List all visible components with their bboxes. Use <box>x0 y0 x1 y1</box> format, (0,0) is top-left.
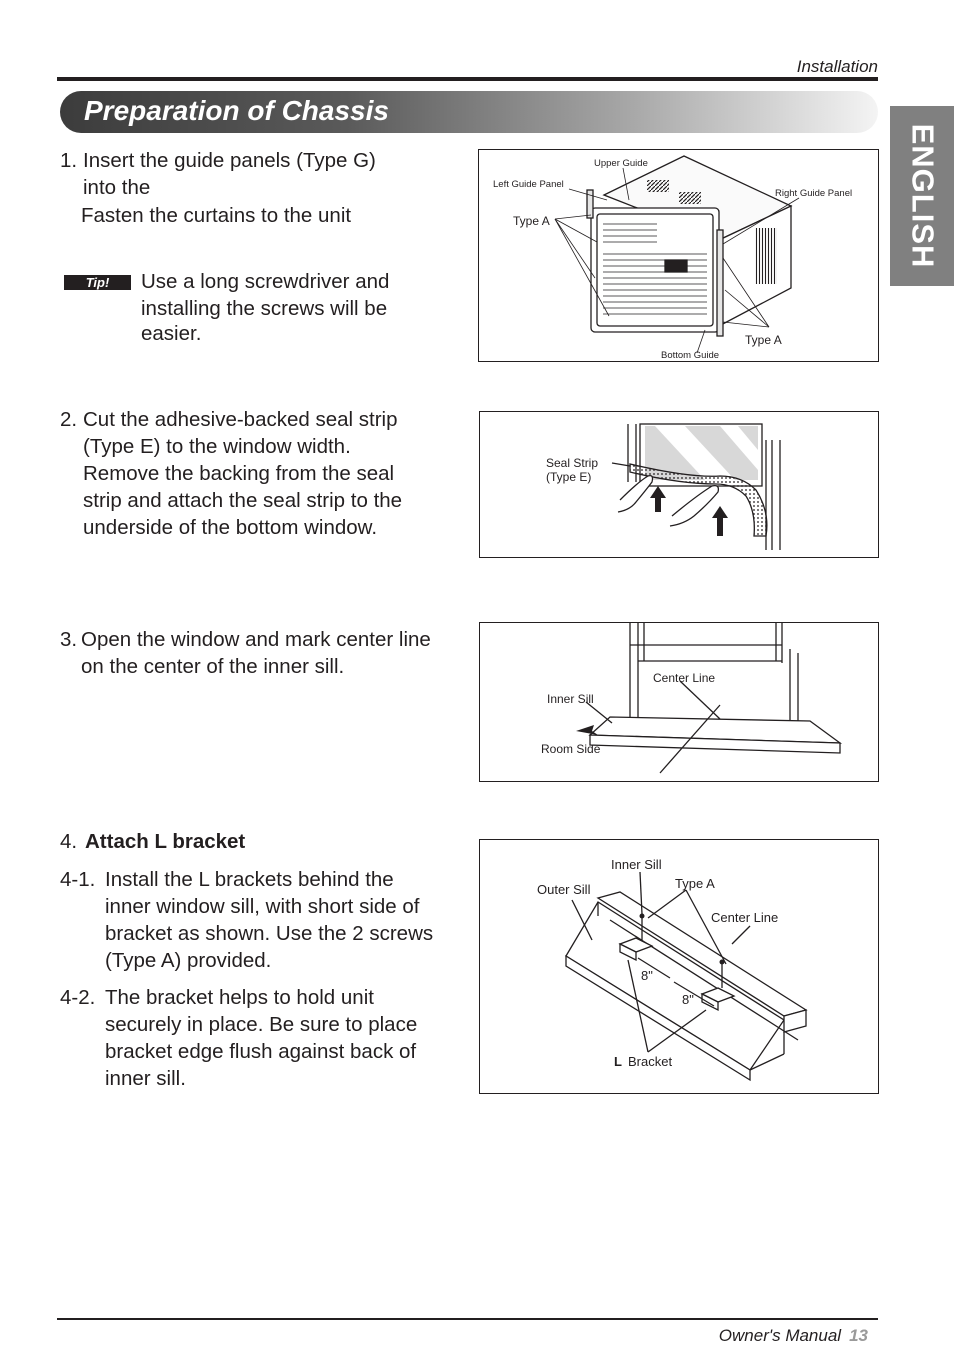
step2-line1: Cut the adhesive-backed seal strip <box>83 408 398 431</box>
step1-line1: Insert the guide panels (Type G) <box>83 149 376 172</box>
bottom-rule <box>57 1318 878 1320</box>
step4-1-line3: bracket as shown. Use the 2 screws <box>105 922 434 945</box>
label-type-a-left: Type A <box>513 214 550 228</box>
tip-line1: Use a long screwdriver and <box>141 270 390 293</box>
label-left-guide-panel: Left Guide Panel <box>493 179 564 190</box>
step4-2-line1: The bracket helps to hold unit <box>105 986 374 1009</box>
figure-center-line: Center Line Inner Sill Room Side <box>479 622 879 782</box>
l-bracket-illustration: Inner Sill Outer Sill Type A Center Line… <box>537 857 808 1082</box>
page-title: Preparation of Chassis <box>84 95 389 126</box>
step4-1-line1: Install the L brackets behind the <box>105 868 394 891</box>
footer-manual: Owner's Manual <box>718 1326 842 1345</box>
step2-line3: Remove the backing from the seal <box>83 462 395 485</box>
tip-line2: installing the screws will be <box>141 297 388 320</box>
step4-1-line4: (Type A) provided. <box>105 949 272 972</box>
label-center-line: Center Line <box>711 910 778 925</box>
step4-1-line2: inner window sill, with short side of <box>105 895 420 918</box>
label-inner-sill: Inner Sill <box>547 692 594 706</box>
seal-strip-illustration: Seal Strip (Type E) <box>546 423 781 550</box>
step4-heading: Attach L bracket <box>85 830 246 853</box>
step4-number: 4. <box>60 830 78 853</box>
footer: Owner's Manual 13 <box>600 1326 868 1346</box>
label-outer-sill: Outer Sill <box>537 882 591 897</box>
label-type-e: (Type E) <box>546 470 591 484</box>
figure-seal-strip: Seal Strip (Type E) <box>479 411 879 558</box>
label-l-letter: L <box>614 1054 622 1069</box>
guide-panels-illustration: Upper Guide Left Guide Panel Right Guide… <box>493 155 852 361</box>
tip-badge: Tip! <box>64 275 131 290</box>
label-bottom-guide: Bottom Guide <box>661 350 719 361</box>
figure-l-bracket: Inner Sill Outer Sill Type A Center Line… <box>479 839 879 1094</box>
step4-1-number: 4-1. <box>60 868 96 891</box>
step3-line1: Open the window and mark center line <box>81 628 431 651</box>
label-right-guide-panel: Right Guide Panel <box>775 188 852 199</box>
step2-line2: (Type E) to the window width. <box>83 435 351 458</box>
title-bar <box>60 91 878 133</box>
label-room-side: Room Side <box>541 742 601 756</box>
step4-2-line3: bracket edge flush against back of <box>105 1040 417 1063</box>
label-inner-sill: Inner Sill <box>611 857 662 872</box>
center-line-illustration: Center Line Inner Sill Room Side <box>541 623 843 774</box>
page-number: 13 <box>849 1326 868 1345</box>
label-dimension-1: 8" <box>641 968 653 983</box>
label-bracket: Bracket <box>628 1054 672 1069</box>
step2-line4: strip and attach the seal strip to the <box>83 489 403 512</box>
tip-line3: easier. <box>141 322 202 345</box>
label-center-line: Center Line <box>653 671 715 685</box>
step2-number: 2. <box>60 408 78 431</box>
step4-2-line4: inner sill. <box>105 1067 186 1090</box>
step4-2-line2: securely in place. Be sure to place <box>105 1013 418 1036</box>
language-tab-label: ENGLISH <box>905 123 941 269</box>
step2-line5: underside of the bottom window. <box>83 516 378 539</box>
step1-number: 1. <box>60 149 78 172</box>
label-upper-guide: Upper Guide <box>594 158 648 169</box>
section-label: Installation <box>796 57 878 76</box>
label-seal-strip: Seal Strip <box>546 456 598 470</box>
step3-number: 3. <box>60 628 78 651</box>
top-rule <box>57 77 878 81</box>
language-tab <box>890 106 954 286</box>
label-dimension-2: 8" <box>682 992 694 1007</box>
step1-line3: Fasten the curtains to the unit <box>81 204 352 227</box>
step3-line2: on the center of the inner sill. <box>81 655 345 678</box>
figure-guide-panels: Upper Guide Left Guide Panel Right Guide… <box>478 149 879 362</box>
label-type-a-right: Type A <box>745 333 782 347</box>
step4-2-number: 4-2. <box>60 986 96 1009</box>
step1-line2: into the <box>83 176 151 199</box>
label-type-a: Type A <box>675 876 715 891</box>
